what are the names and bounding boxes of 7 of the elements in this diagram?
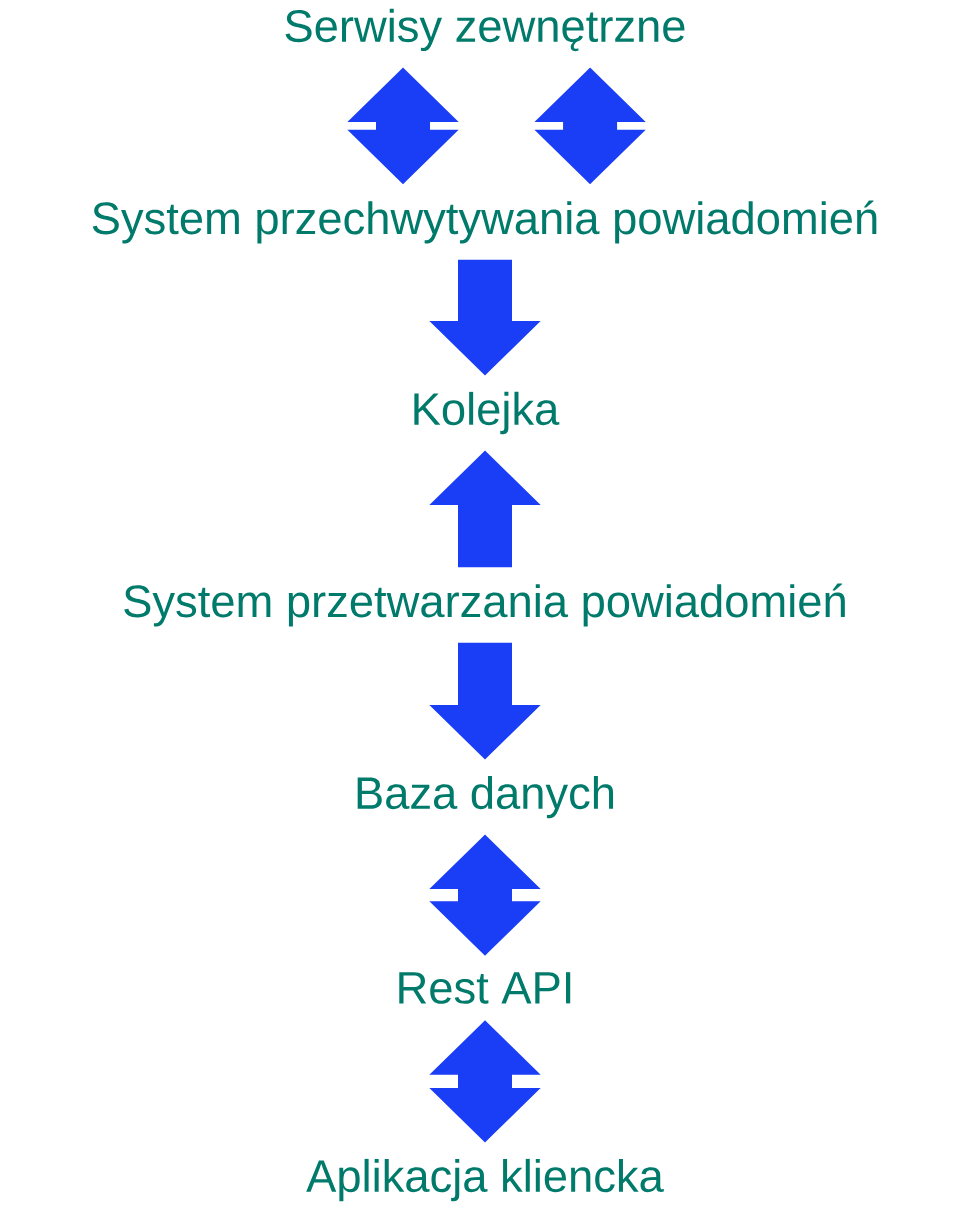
node-label: System przechwytywania powiadomień bbox=[92, 200, 877, 244]
node-label: Baza danych bbox=[357, 775, 614, 819]
node-label: Aplikacja kliencka bbox=[306, 1158, 664, 1202]
node-label: Kolejka bbox=[414, 391, 560, 435]
node-label: System przetwarzania powiadomień bbox=[124, 583, 845, 627]
node-label: Serwisy zewnętrzne bbox=[285, 8, 685, 52]
node-label: Rest API bbox=[399, 972, 571, 1004]
